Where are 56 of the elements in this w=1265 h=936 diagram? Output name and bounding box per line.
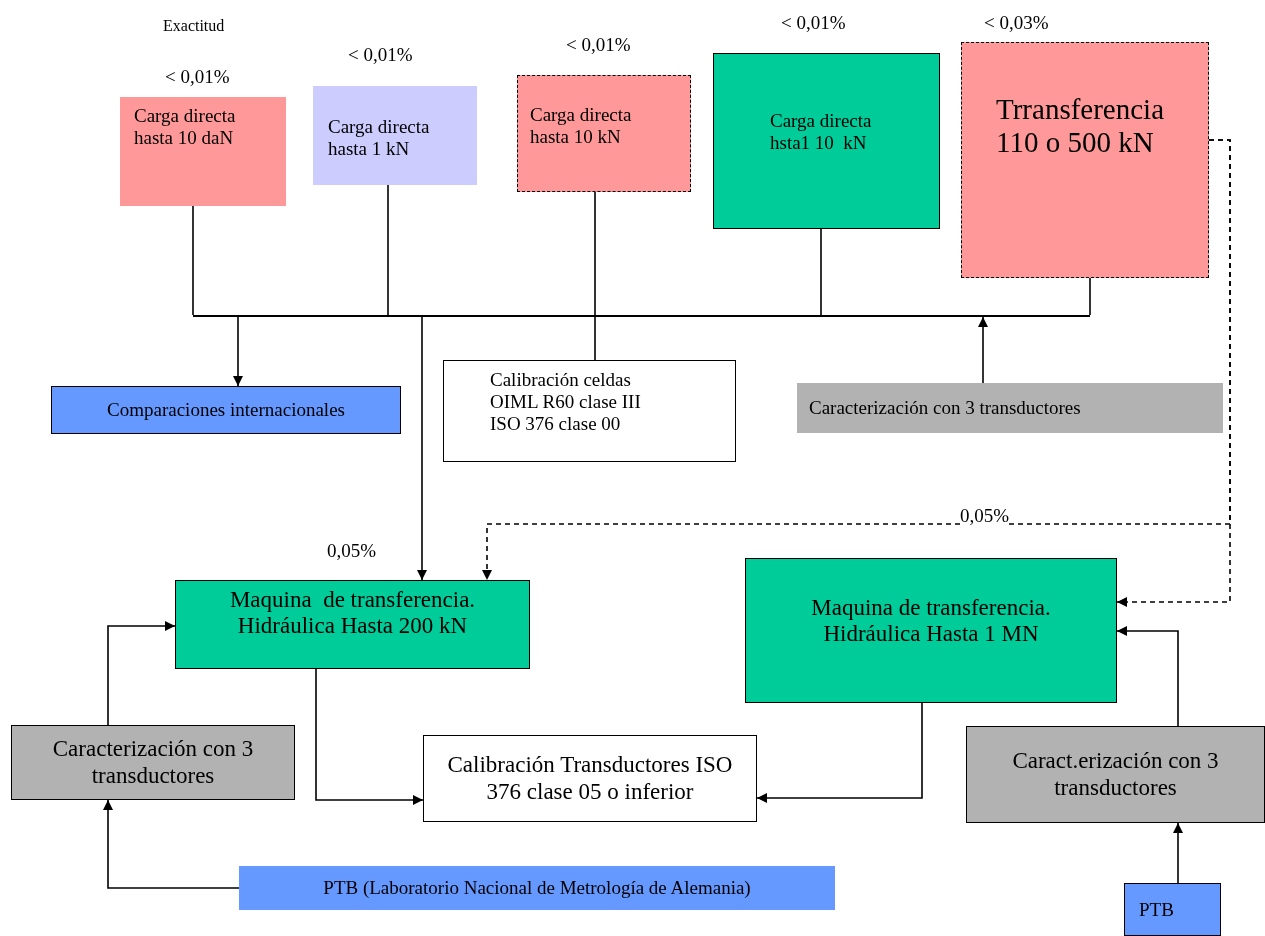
box-label: OIML R60 clase III [490, 390, 642, 413]
process-box [961, 42, 1209, 278]
box-label: Carga directa hasta 1 kN [328, 116, 431, 160]
box-label: PTB (Laboratorio Nacional de Metrología de Alemania) [322, 877, 752, 899]
connector [594, 191, 596, 316]
accuracy-label: < 0,01% [348, 44, 413, 66]
connector [594, 316, 596, 361]
accuracy-label: < 0,01% [566, 34, 631, 56]
column-heading: Exactitud [163, 17, 225, 35]
process-box [745, 558, 1117, 703]
dashed-connector [1116, 139, 1231, 607]
process-box [313, 86, 477, 185]
connector [315, 668, 424, 805]
process-box [517, 75, 691, 192]
box-label: PTB [1139, 898, 1175, 921]
box-label: Comparaciones internacionales [106, 399, 346, 421]
process-box [175, 580, 530, 669]
connector [417, 316, 427, 581]
process-box [239, 866, 835, 910]
process-box [1124, 883, 1221, 936]
connector [233, 316, 243, 387]
process-box [51, 386, 401, 434]
accuracy-label: < 0,03% [984, 12, 1049, 34]
process-box [11, 725, 295, 800]
accuracy-label: < 0,01% [781, 12, 846, 34]
box-label: Trransferencia 110 o 500 kN [996, 93, 1166, 160]
box-label: Carga directa hasta 10 daN [134, 105, 237, 149]
box-label: Carga directa hsta1 10 kN [770, 110, 873, 154]
box-label: Calibración Transductores ISO 376 clase 05 o inferior [446, 752, 734, 805]
connector [107, 621, 176, 726]
connector [1116, 626, 1179, 727]
process-box [797, 383, 1223, 433]
process-box [423, 735, 757, 822]
connector [820, 228, 822, 316]
connector [1089, 277, 1091, 316]
connector [192, 205, 194, 316]
box-label: Maquina de transferencia. Hidráulica Hasta 200 kN [228, 587, 477, 640]
box-label: Maquina de transferencia. Hidráulica Hasta 1 MN [810, 595, 1052, 648]
connector [756, 702, 923, 803]
accuracy-label: 0,05% [327, 540, 377, 562]
process-box [966, 726, 1265, 823]
box-label: Caracterización con 3 transductores [51, 736, 255, 789]
accuracy-label: < 0,01% [165, 66, 230, 88]
connector [978, 316, 988, 384]
box-label: ISO 376 clase 00 [490, 412, 622, 435]
process-box [443, 360, 736, 462]
box-label: Caract.erización con 3 transductores [1011, 748, 1220, 801]
bus-line [193, 315, 1090, 317]
box-label: Calibración celdas [490, 369, 632, 391]
process-box [120, 97, 286, 206]
box-label: Carga directa hasta 10 kN [530, 104, 633, 148]
box-label: Caracterización con 3 transductores [809, 397, 1082, 419]
connector [103, 799, 240, 889]
connector [387, 184, 389, 316]
connector [1173, 822, 1183, 884]
process-box [713, 53, 940, 229]
